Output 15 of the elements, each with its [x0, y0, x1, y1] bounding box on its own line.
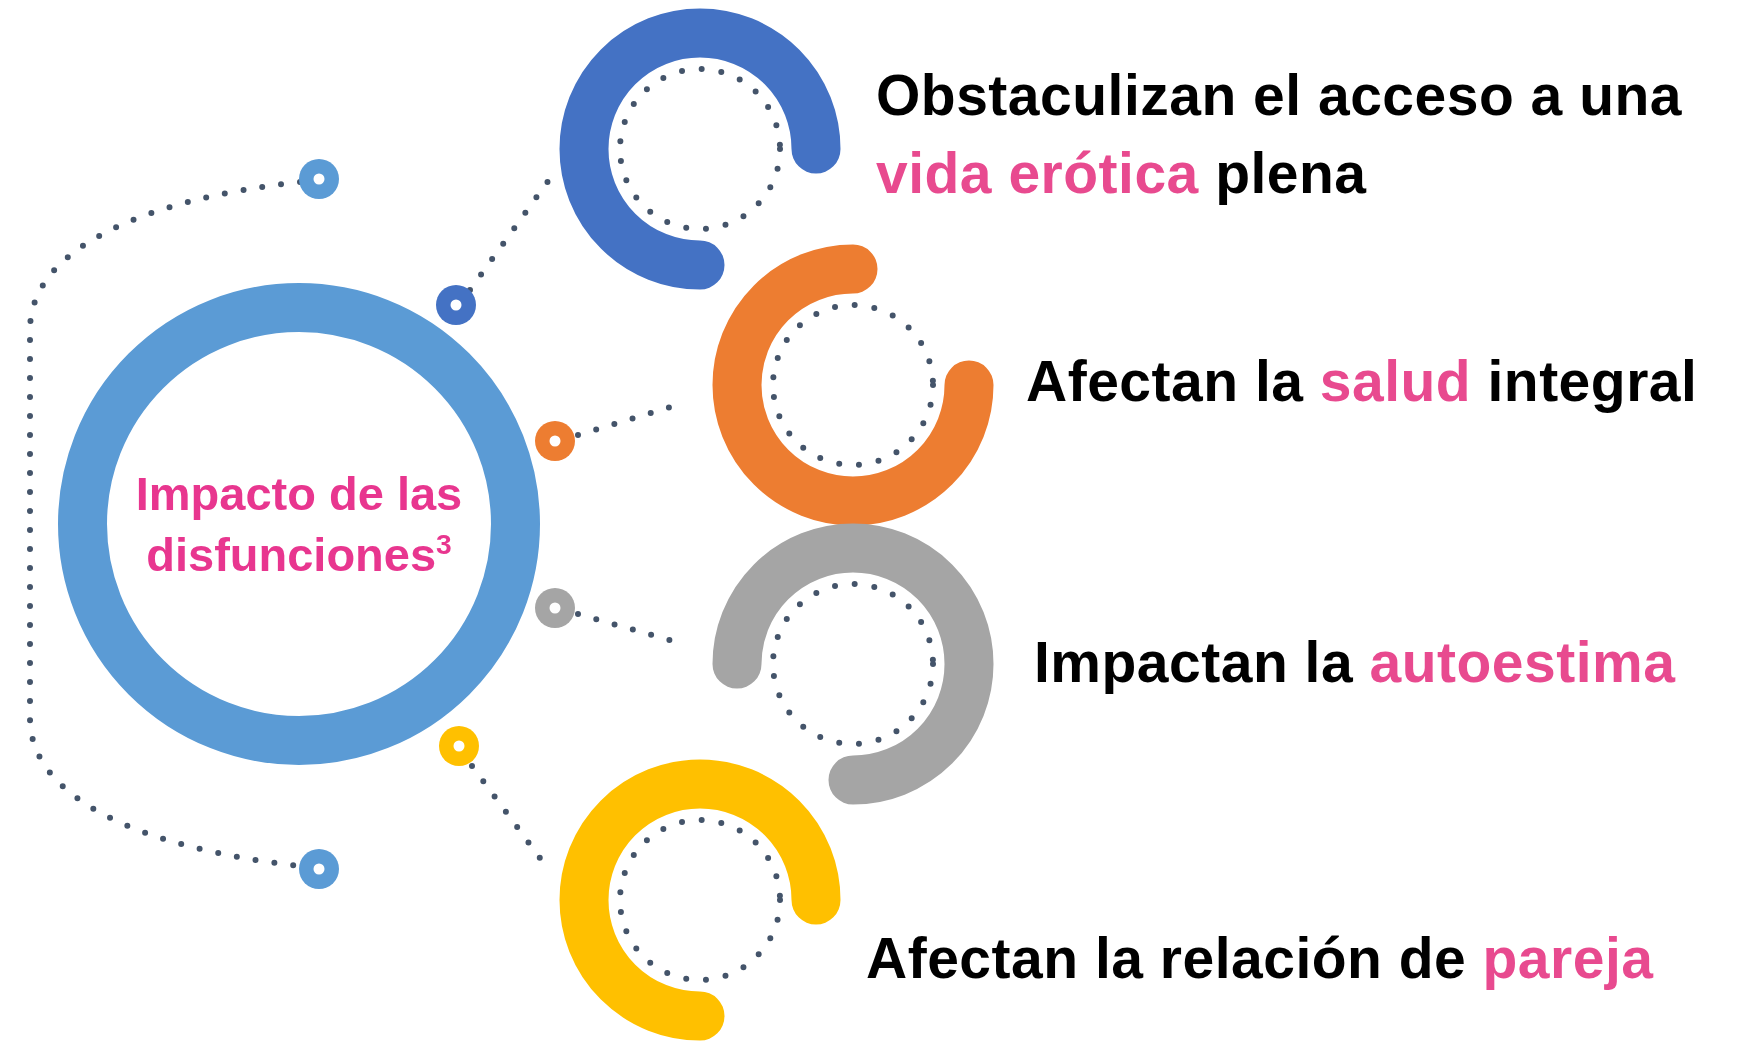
impact-statement: Afectan la relación de pareja	[866, 925, 1655, 992]
impact-statement: Impactan la autoestima	[1034, 629, 1677, 696]
ring-dot	[535, 421, 575, 461]
ring-dot	[299, 159, 339, 199]
hub-title: Impacto de las disfunciones$^{3}$	[134, 465, 464, 583]
hub-ring	[58, 283, 540, 765]
dotted-connector	[469, 763, 543, 861]
impact-statement: Afectan la salud integral	[1026, 348, 1699, 415]
ring-arc	[559, 8, 841, 290]
impact-statement: Obstaculizan el acceso a una vida erótica plena	[876, 62, 1683, 207]
ring-arc	[712, 523, 994, 805]
ring-arc	[712, 244, 994, 526]
ring-arc	[559, 759, 841, 1041]
ring-dot	[535, 588, 575, 628]
ring-dot	[299, 849, 339, 889]
